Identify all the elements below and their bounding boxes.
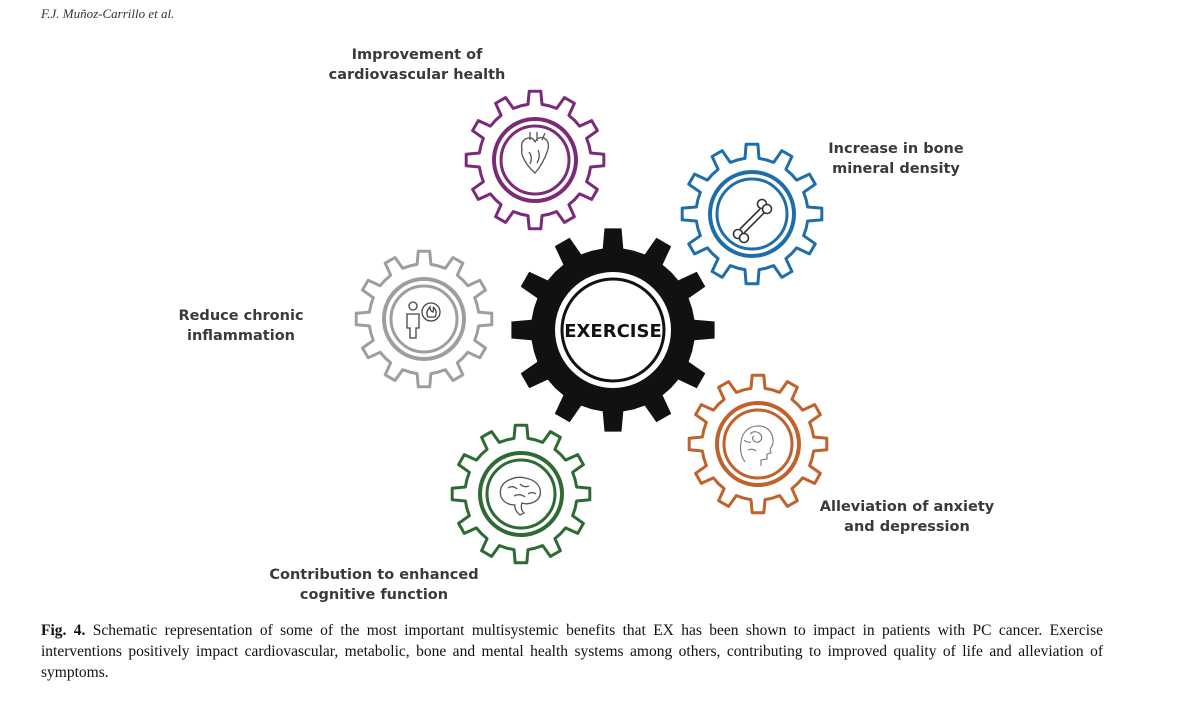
center-gear-ring-inner [560,277,666,383]
label-cognitive: Contribution to enhanced cognitive funct… [269,567,479,603]
label-bone: Increase in bone mineral density [828,141,964,177]
figure-caption: Fig. 4. Schematic representation of some… [41,620,1103,683]
exercise-benefits-diagram: EXERCISE [354,89,829,565]
gear-bone-ring [708,170,796,258]
center-label: EXERCISE [564,321,662,342]
figure-caption-text: Schematic representation of some of the … [41,622,1103,681]
bone-icon [732,198,773,244]
label-inflammation: Reduce chronic inflammation [178,308,304,344]
brain-icon [499,476,542,516]
heart-icon [520,132,550,174]
gear-mental-health [687,373,829,515]
gear-inflammation [354,249,494,389]
gear-cardiovascular-ring [492,117,578,203]
gear-bone [680,142,824,286]
gear-cardiovascular [464,89,606,231]
figure-number: Fig. 4. [41,622,86,639]
gear-cognitive [450,423,592,565]
gear-cognitive-ring [478,451,564,537]
label-cardiovascular: Improvement of cardiovascular health [328,47,506,83]
inflammation-icon [406,301,441,339]
center-gear: EXERCISE [511,228,715,432]
label-mental-health: Alleviation of anxiety and depression [819,499,995,535]
gear-inflammation-ring [382,277,466,361]
anxiety-head-icon [739,425,774,466]
running-head: F.J. Muñoz-Carrillo et al. [41,6,175,21]
gear-mental-health-ring [715,401,801,487]
